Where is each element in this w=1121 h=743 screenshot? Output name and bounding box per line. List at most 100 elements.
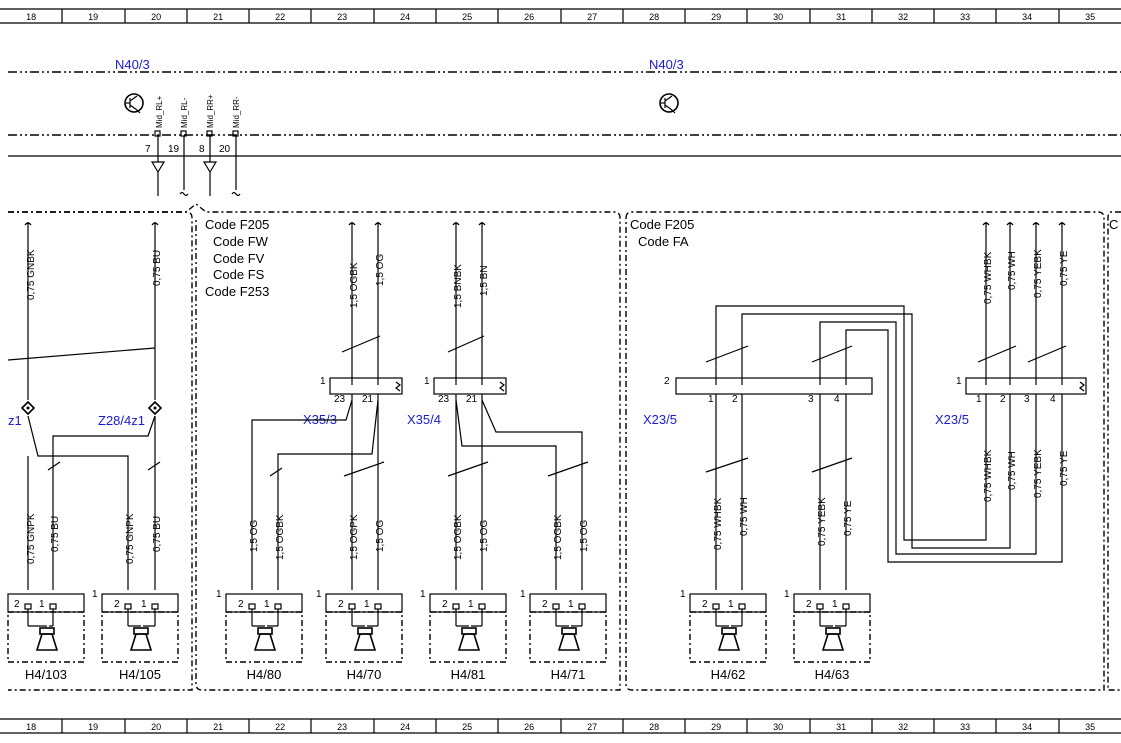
wire-label: 1,5 OGBK bbox=[349, 262, 360, 308]
speaker-label: H4/62 bbox=[711, 667, 746, 682]
grid-column-number: 24 bbox=[400, 12, 410, 22]
grid-column-number: 23 bbox=[337, 12, 347, 22]
grid-column-number: 30 bbox=[773, 12, 783, 22]
grid-column-number: 18 bbox=[26, 722, 36, 732]
grid-column-number: 33 bbox=[960, 722, 970, 732]
svg-text:1: 1 bbox=[468, 599, 474, 610]
wire-label: 0,75 WHBK bbox=[713, 497, 724, 550]
grid-column-number: 21 bbox=[213, 722, 223, 732]
svg-text:Code FV: Code FV bbox=[213, 251, 265, 266]
module-label-right: N40/3 bbox=[649, 57, 684, 72]
svg-text:1: 1 bbox=[364, 599, 370, 610]
speaker-icon bbox=[556, 625, 582, 651]
grid-column-number: 32 bbox=[898, 722, 908, 732]
svg-text:19: 19 bbox=[168, 144, 180, 155]
wire-label: 0,75 YE bbox=[843, 500, 854, 536]
code-list-c: Code F205 Code FA bbox=[630, 217, 694, 249]
wire-label: 1,5 OGBK bbox=[453, 514, 464, 560]
speaker-icon bbox=[252, 625, 278, 651]
wire-label: 0,75 GNPK bbox=[26, 513, 37, 564]
svg-text:1: 1 bbox=[832, 599, 838, 610]
svg-text:21: 21 bbox=[466, 394, 478, 405]
svg-text:8: 8 bbox=[199, 144, 205, 155]
svg-text:1: 1 bbox=[420, 589, 426, 600]
block-d-code: C bbox=[1109, 217, 1118, 232]
svg-text:1: 1 bbox=[708, 394, 714, 405]
speaker-icon bbox=[456, 625, 482, 651]
grid-column-number: 19 bbox=[88, 12, 98, 22]
svg-text:23: 23 bbox=[334, 394, 346, 405]
svg-text:2: 2 bbox=[338, 599, 344, 610]
wire-label: 0,75 WHBK bbox=[983, 449, 994, 502]
grid-column-number: 30 bbox=[773, 722, 783, 732]
wire-label: 0,75 YEBK bbox=[817, 497, 828, 546]
grid-column-number: 20 bbox=[151, 12, 161, 22]
wire-label: 1,5 OG bbox=[249, 520, 260, 552]
wire-label: 0,75 YE bbox=[1059, 250, 1070, 286]
grid-column-number: 26 bbox=[524, 12, 534, 22]
grid-column-number: 29 bbox=[711, 722, 721, 732]
svg-text:1: 1 bbox=[784, 589, 790, 600]
wire-label: 0,75 GNBK bbox=[26, 249, 37, 300]
svg-text:Mid_RL-: Mid_RL- bbox=[180, 97, 189, 128]
svg-text:7: 7 bbox=[145, 144, 151, 155]
svg-text:Code F205: Code F205 bbox=[630, 217, 694, 232]
wire-label: 0,75 WHBK bbox=[983, 251, 994, 304]
speaker-unit: 1 2 1H4/81 bbox=[420, 589, 507, 682]
svg-text:20: 20 bbox=[219, 144, 231, 155]
svg-text:2: 2 bbox=[664, 376, 670, 387]
connector-x23-5-left: 2 1 2 3 4 X23/5 bbox=[643, 376, 873, 427]
svg-text:1: 1 bbox=[568, 599, 574, 610]
speaker-label: H4/70 bbox=[347, 667, 382, 682]
wire-label: 1,5 OG bbox=[479, 520, 490, 552]
svg-text:1: 1 bbox=[320, 376, 326, 387]
block-c-frame bbox=[625, 211, 1105, 691]
speaker-label: H4/105 bbox=[119, 667, 161, 682]
module-pin: Mid_RR+ 8 bbox=[199, 94, 215, 155]
connector-label: z1 bbox=[8, 413, 22, 428]
connector-label: Z28/4z1 bbox=[98, 413, 145, 428]
svg-text:4: 4 bbox=[1050, 394, 1056, 405]
svg-text:2: 2 bbox=[114, 599, 120, 610]
svg-text:1: 1 bbox=[956, 376, 962, 387]
connector-x35-4: 1 23 21 X35/4 bbox=[407, 376, 507, 427]
svg-text:1: 1 bbox=[976, 394, 982, 405]
grid-column-number: 22 bbox=[275, 722, 285, 732]
wire-label: 1,5 OGBK bbox=[275, 514, 286, 560]
speaker-label: H4/71 bbox=[551, 667, 586, 682]
module-n40-3: N40/3 N40/3 Mid_RL+ 7 Mid_RL- 19 bbox=[8, 57, 1121, 197]
svg-text:Code F205: Code F205 bbox=[205, 217, 269, 232]
wire-label: 1,5 OG bbox=[375, 254, 386, 286]
grid-column-number: 28 bbox=[649, 12, 659, 22]
speaker-label: H4/63 bbox=[815, 667, 850, 682]
svg-text:1: 1 bbox=[92, 589, 98, 600]
grid-column-number: 25 bbox=[462, 12, 472, 22]
svg-text:2: 2 bbox=[442, 599, 448, 610]
speaker-label: H4/81 bbox=[451, 667, 486, 682]
wire-label: 0,75 YEBK bbox=[1033, 449, 1044, 498]
wire-label: 1,5 BNBK bbox=[453, 264, 464, 308]
wire-label: 0,75 YE bbox=[1059, 450, 1070, 486]
svg-text:2: 2 bbox=[732, 394, 738, 405]
svg-text:Mid_RR+: Mid_RR+ bbox=[206, 94, 215, 128]
svg-text:1: 1 bbox=[424, 376, 430, 387]
block-b-wiring: 1 23 21 X35/3 1 23 21 X35/4 1,5 OGBK 1,5… bbox=[249, 222, 590, 590]
grid-column-number: 34 bbox=[1022, 722, 1032, 732]
svg-text:1: 1 bbox=[728, 599, 734, 610]
svg-text:23: 23 bbox=[438, 394, 450, 405]
code-list-b: Code F205 Code FW Code FV Code FS Code F… bbox=[205, 217, 269, 299]
speaker-icon bbox=[820, 625, 846, 651]
svg-text:2: 2 bbox=[14, 599, 20, 610]
module-pin: Mid_RR- 20 bbox=[219, 96, 241, 155]
speaker-icon bbox=[28, 625, 59, 651]
wire-label: 1,5 OG bbox=[579, 520, 590, 552]
grid-column-number: 18 bbox=[26, 12, 36, 22]
wire-label: 0,75 BU bbox=[152, 516, 163, 552]
